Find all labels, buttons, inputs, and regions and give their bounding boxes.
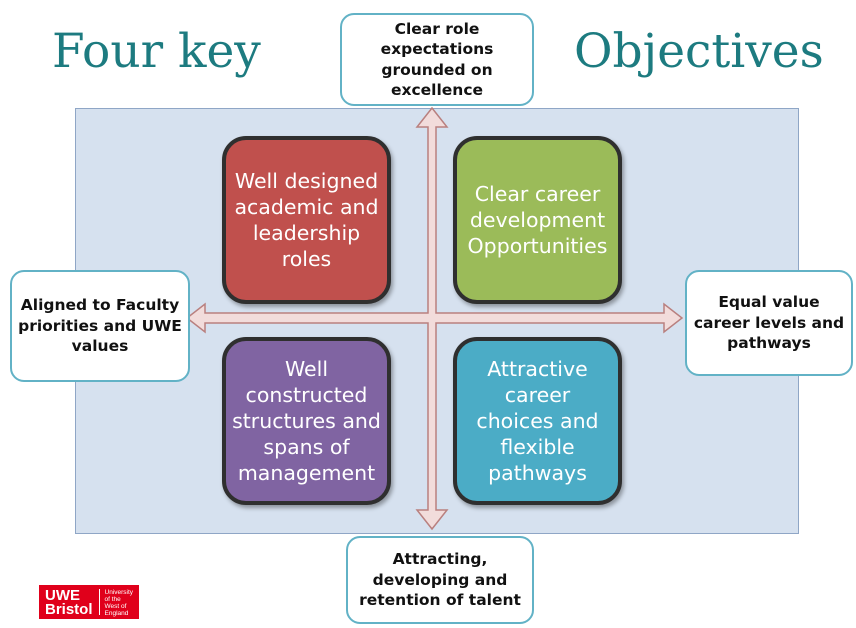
quadrant-label: Attractive career choices and flexible p…: [476, 356, 599, 486]
title-objectives: Objectives: [574, 24, 824, 79]
quadrant-career-development: Clear career development Opportunities: [453, 136, 622, 304]
quadrant-label: Clear career development Opportunities: [467, 181, 608, 259]
callout-right: Equal value career levels and pathways: [685, 270, 853, 376]
logo-sub-line: England: [104, 609, 129, 617]
callout-label: Aligned to Faculty priorities and UWE va…: [18, 296, 182, 356]
logo-divider: [98, 589, 100, 615]
uwe-bristol-logo: UWE Bristol University of the West of En…: [39, 585, 140, 619]
quadrant-structures-management: Well constructed structures and spans of…: [222, 337, 391, 505]
callout-label: Attracting, developing and retention of …: [359, 550, 521, 610]
callout-label: Equal value career levels and pathways: [693, 293, 845, 353]
quadrant-label: Well designed academic and leadership ro…: [234, 168, 379, 272]
logo-sub-line: West of: [104, 602, 127, 610]
quadrant-career-choices-pathways: Attractive career choices and flexible p…: [453, 337, 622, 505]
quadrant-academic-leadership-roles: Well designed academic and leadership ro…: [222, 136, 391, 304]
logo-sub-line: University: [104, 588, 134, 596]
logo-sub-line: of the: [104, 595, 121, 603]
cross-arrow-shape: [185, 106, 684, 531]
callout-bottom: Attracting, developing and retention of …: [346, 536, 534, 624]
quadrant-label: Well constructed structures and spans of…: [232, 356, 381, 486]
callout-label: Clear role expectations grounded on exce…: [380, 19, 494, 99]
callout-top: Clear role expectations grounded on exce…: [340, 13, 534, 106]
logo-line-uwe: UWE: [45, 586, 80, 604]
title-four-key: Four key: [52, 24, 261, 79]
callout-left: Aligned to Faculty priorities and UWE va…: [10, 270, 190, 382]
logo-line-bristol: Bristol: [45, 600, 93, 618]
